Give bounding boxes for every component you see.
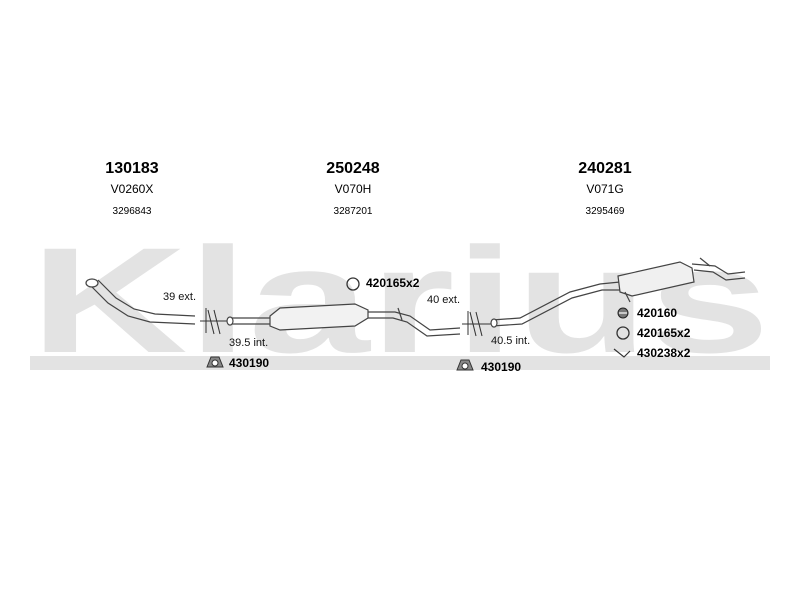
dimension-int-2: 40.5 int. xyxy=(491,335,531,347)
ring-center-label: 420165x2 xyxy=(366,276,420,290)
reference-2: V070H xyxy=(334,182,372,196)
part-number-2: 250248 xyxy=(326,160,380,177)
clamp-right-label: 430238x2 xyxy=(637,346,691,360)
seal-ring-icon xyxy=(346,277,360,291)
center-silencer xyxy=(226,303,461,337)
reference-3: V071G xyxy=(586,182,624,196)
mount-left-label: 430190 xyxy=(229,356,270,370)
seal-ring-icon xyxy=(616,326,630,340)
dimension-ext-1: 39 ext. xyxy=(163,291,197,303)
dimension-int-1: 39.5 int. xyxy=(229,337,269,349)
joint-2 xyxy=(462,311,492,337)
mount-center-label: 430190 xyxy=(481,360,522,374)
rubber-mount-icon xyxy=(206,356,224,368)
joint-1 xyxy=(200,308,228,335)
rubber-mount-icon xyxy=(456,359,474,371)
part-number-1: 130183 xyxy=(105,160,159,177)
rear-silencer xyxy=(490,257,746,328)
oem-number-2: 3287201 xyxy=(333,206,373,217)
clamp-icon xyxy=(613,348,631,358)
part-number-3: 240281 xyxy=(578,160,632,177)
reference-1: V0260X xyxy=(110,182,154,196)
dimension-ext-2: 40 ext. xyxy=(427,294,461,306)
rubber-hanger-icon xyxy=(617,307,629,319)
oem-number-1: 3296843 xyxy=(112,206,152,217)
front-pipe xyxy=(85,278,196,325)
ring-right-label: 420165x2 xyxy=(637,326,691,340)
oem-number-3: 3295469 xyxy=(585,206,625,217)
rubber-right-label: 420160 xyxy=(637,306,678,320)
